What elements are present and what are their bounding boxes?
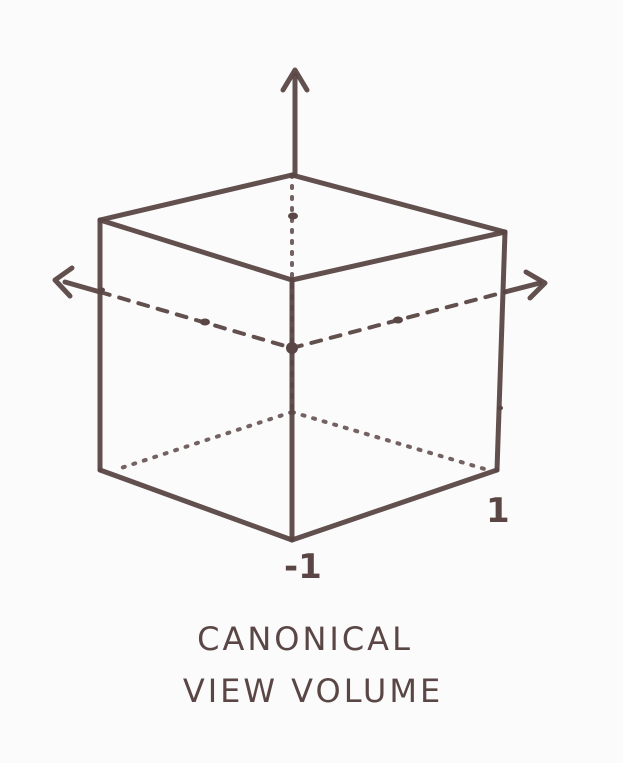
cube-top-front-right [289,229,508,283]
cube-bottom-front-left [97,467,295,543]
cube-right-vertical [494,229,508,473]
caption-line-1: CANONICAL [197,620,413,658]
horizontal-axis-left-stub [62,279,103,295]
horizontal-axis-left-dashed [98,290,294,350]
tick-left-axis [200,318,210,326]
horizontal-axis-right-stub [502,280,543,295]
tick-left-edge [99,287,105,293]
up-arrowhead [280,67,310,93]
caption-line-2: VIEW VOLUME [183,672,443,710]
tick-right-axis [393,316,403,324]
tick-label-minus-one: -1 [284,547,322,587]
tick-vertical-axis [288,212,298,220]
cube-top-back-right [289,172,508,235]
cube-bottom-front-right [289,467,500,543]
cube-top-back-left [97,172,295,223]
center-point [286,342,298,354]
left-arrowhead [52,265,75,299]
sketch-group: -1 1 CANONICAL VIEW VOLUME [52,67,548,710]
tick-right-edge [497,405,503,411]
hidden-edge-back-right [290,410,490,472]
hidden-edge-back-left [113,410,294,472]
cube-top-front-left [97,217,295,283]
right-arrowhead [523,269,548,301]
tick-label-one: 1 [486,491,510,531]
